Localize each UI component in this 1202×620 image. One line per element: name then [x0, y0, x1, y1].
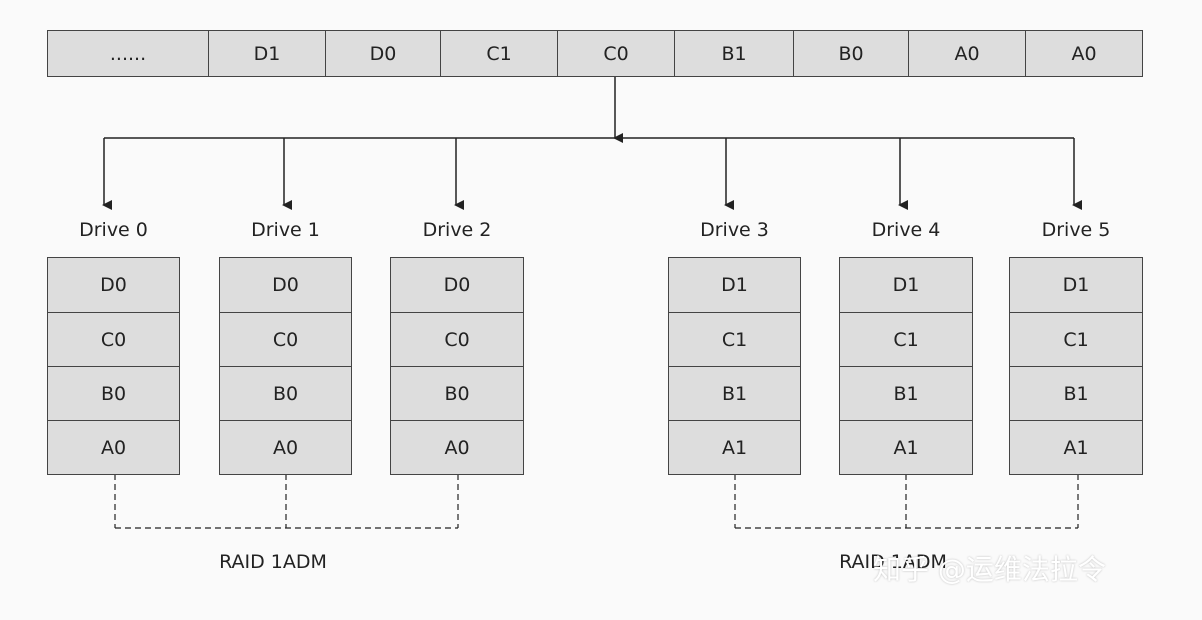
drive-block: A1 [668, 420, 801, 475]
drive-block: B1 [668, 366, 801, 421]
drive-block: A0 [390, 420, 524, 475]
group-2-dashed-bracket [734, 474, 1079, 529]
drive-block: D0 [390, 257, 524, 313]
drive-block: B1 [1009, 366, 1143, 421]
drive-block: D0 [219, 257, 352, 313]
drive-label: Drive 5 [1041, 219, 1111, 241]
drive-label: Drive 2 [422, 219, 492, 241]
drive-block: C1 [839, 312, 973, 367]
drive-block: D1 [839, 257, 973, 313]
stream-block: ...... [47, 30, 209, 77]
drive-block: B0 [219, 366, 352, 421]
drive-block: B1 [839, 366, 973, 421]
stream-block: A0 [908, 30, 1026, 77]
drive-block: B0 [390, 366, 524, 421]
drive-block: D1 [1009, 257, 1143, 313]
drive-block: A0 [219, 420, 352, 475]
watermark: 知乎 @运维法拉令 [873, 553, 1106, 586]
raid-group-label: RAID 1ADM [219, 551, 327, 573]
drive-block: C0 [219, 312, 352, 367]
drive-block: C1 [1009, 312, 1143, 367]
drive-block: A1 [839, 420, 973, 475]
raid-group-label: RAID 1ADM [839, 551, 947, 573]
stream-block: B0 [793, 30, 909, 77]
stream-block: B1 [674, 30, 794, 77]
drive-block: C1 [668, 312, 801, 367]
drive-block: C0 [390, 312, 524, 367]
drive-block: B0 [47, 366, 180, 421]
stream-block: C1 [440, 30, 558, 77]
drive-label: Drive 1 [251, 219, 320, 241]
drive-block: A1 [1009, 420, 1143, 475]
drive-block: D1 [668, 257, 801, 313]
stream-block: A0 [1025, 30, 1143, 77]
drive-block: A0 [47, 420, 180, 475]
stream-block: D1 [208, 30, 326, 77]
stream-block: D0 [325, 30, 441, 77]
drive-block: C0 [47, 312, 180, 367]
group-1-dashed-bracket [114, 474, 459, 529]
stream-block: C0 [557, 30, 675, 77]
drive-label: Drive 0 [79, 219, 148, 241]
drive-block: D0 [47, 257, 180, 313]
drive-label: Drive 3 [700, 219, 769, 241]
drive-label: Drive 4 [871, 219, 941, 241]
